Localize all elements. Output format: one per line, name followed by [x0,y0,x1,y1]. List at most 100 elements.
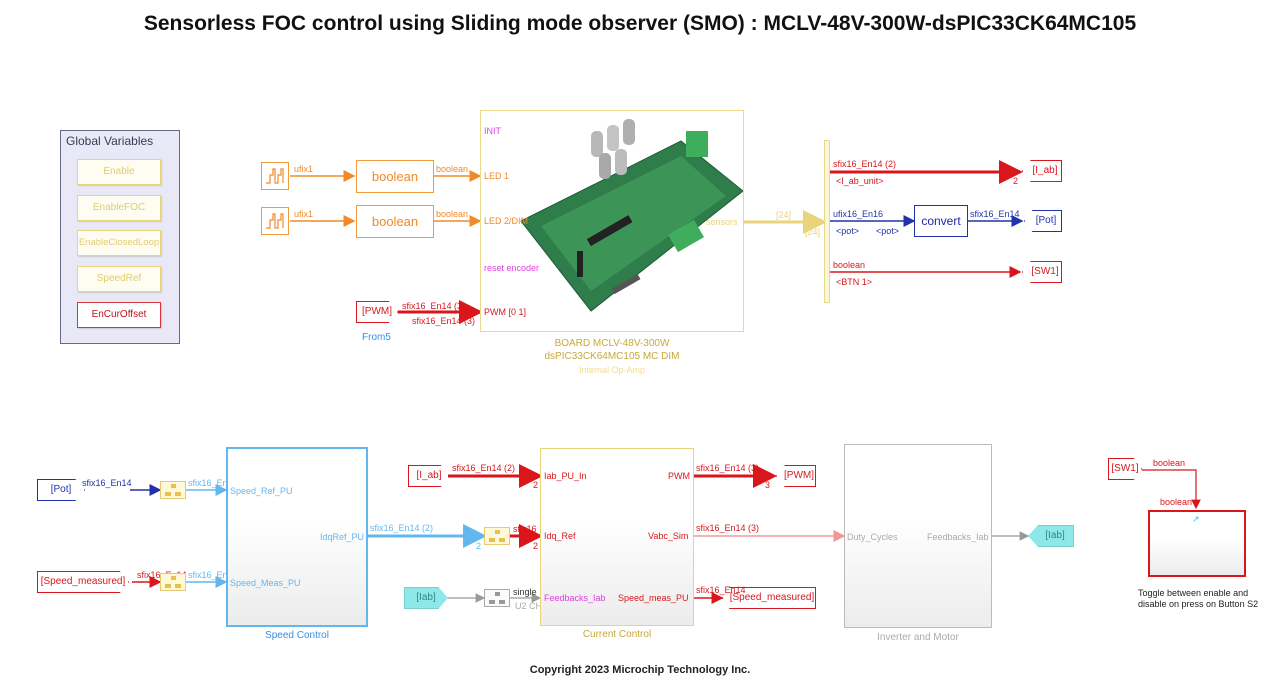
bus-width-label: [24] [776,210,792,220]
from-pwm-tag[interactable]: [PWM] [356,301,398,323]
from-pot-tag[interactable]: [Pot] [37,479,85,501]
board-mclv-block[interactable] [480,110,744,332]
from-speed-measured-tag[interactable]: [Speed_measured] [37,571,129,593]
bus-width-label: [24] [805,227,821,237]
pulse-icon [266,168,284,184]
current-control-port-in2: Idq_Ref [544,531,576,541]
current-control-port-in3: Feedbacks_Iab [544,593,606,603]
data-type-conversion-pot[interactable] [160,481,186,499]
current-control-port-out3: Speed_meas_PU [618,593,689,603]
signal-label: sfix16_En14 [970,209,1020,219]
current-control-port-out1: PWM [668,471,690,481]
bus-element-name: <pot> [876,226,900,236]
trigger-icon: ↗ [1192,514,1200,524]
boolean-convert-block-1[interactable]: boolean [356,160,434,193]
pulse-icon [266,213,284,229]
signal-label: sfix16_En14 (3) [412,316,476,326]
current-control-port-out2: Vabc_Sim [648,531,689,541]
goto-pot-tag[interactable]: [Pot] [1024,210,1062,232]
signal-label: sfix16_En14 (3) [696,523,760,533]
signal-label: boolean [436,164,469,174]
toggle-triggered-subsystem[interactable]: ↗ [1148,510,1246,577]
signal-label: sfix16_En14 [82,478,132,488]
speed-control-port-in1: Speed_Ref_PU [230,486,293,496]
boolean-convert-block-2[interactable]: boolean [356,205,434,238]
speed-control-port-in2: Speed_Meas_PU [230,578,301,588]
signal-dim: 2 [476,541,482,551]
bus-element-name: <pot> [836,226,860,236]
from-block-name: From5 [362,332,391,343]
signal-label: sfix16_En14 [696,585,746,595]
signal-label: sfix16_En14 (2) [833,159,897,169]
goto-speed-measured-tag[interactable]: [Speed_measured] [722,587,816,609]
signal-label: boolean [1160,497,1193,507]
global-var-enableclosedloop[interactable]: EnableClosedLoop [77,230,161,256]
global-variables-panel: Global Variables Enable EnableFOC Enable… [60,130,180,344]
inverter-port-out1: Feedbacks_Iab [927,532,989,542]
bus-selector[interactable] [824,140,830,303]
bus-element-name: <BTN 1> [836,277,873,287]
inverter-port-in1: Duty_Cycles [847,532,898,542]
signal-dim: 2 [533,541,539,551]
signal-label: sfix16 [513,524,537,534]
goto-pwm-tag[interactable]: [PWM] [776,465,816,487]
board-port-pwm: PWM [0 1] [484,307,527,317]
inverter-motor-name: Inverter and Motor [877,632,959,643]
current-control-port-in1: Iab_PU_In [544,471,587,481]
pulse-generator-2[interactable] [261,207,289,235]
data-type-conversion-feedback[interactable] [484,589,510,607]
signal-label: ufix1 [294,209,314,219]
data-type-conversion-idq[interactable] [484,527,510,545]
signal-label: sfix16_En14 [188,478,238,488]
global-var-enablefoc[interactable]: EnableFOC [77,195,161,221]
signal-dim: 2 [533,480,539,490]
inverter-motor-subsystem[interactable] [844,444,992,628]
global-var-encuroffset[interactable]: EnCurOffset [77,302,161,328]
board-port-sensors: sensors [706,217,738,227]
copyright: Copyright 2023 Microchip Technology Inc. [529,664,751,676]
signal-label: single [513,587,537,597]
from-sw1-tag[interactable]: [SW1] [1108,458,1142,480]
signal-label: sfix16_En14 (2) [452,463,516,473]
current-control-name: Current Control [582,629,652,640]
speed-control-subsystem[interactable] [226,447,368,627]
board-name-line1: BOARD MCLV-48V-300W [554,338,670,349]
signal-label: sfix16_En14 (3) [696,463,760,473]
board-image-icon [520,119,743,312]
toggle-note: Toggle between enable and disable on pre… [1138,588,1259,609]
board-port-reset-encoder: reset encoder [484,263,540,273]
convert-block[interactable]: convert [914,205,968,237]
wire-sw1 [1142,469,1201,510]
board-name-line2: dsPIC33CK64MC105 MC DIM [544,351,680,362]
goto-sw1-tag[interactable]: [SW1] [1022,261,1062,283]
board-name-line3: Internal Op-Amp [578,365,646,375]
speed-control-port-out1: IdqRef_PU [320,532,365,542]
global-var-enable[interactable]: Enable [77,159,161,185]
board-port-init: INIT [484,126,501,136]
from-iab-tag[interactable]: [I_ab] [408,465,450,487]
signal-label: ufix16_En16 [833,209,884,219]
global-var-speedref[interactable]: SpeedRef [77,266,161,292]
data-type-conversion-speed[interactable] [160,573,186,591]
signal-dim: 2 [1013,176,1019,186]
signal-label: sfix16_En14 (2) [370,523,434,533]
diagram-title: Sensorless FOC control using Sliding mod… [143,12,1137,35]
board-port-led1: LED 1 [484,171,510,181]
signal-label: boolean [436,209,469,219]
signal-label: boolean [1153,458,1186,468]
speed-control-name: Speed Control [265,630,329,641]
signal-label: sfix16_En14 (3) [402,301,466,311]
global-variables-title: Global Variables [66,134,154,148]
signal-name: U2 CH1 [515,601,548,611]
signal-label: ufix1 [294,164,314,174]
pulse-generator-1[interactable] [261,162,289,190]
current-control-subsystem[interactable] [540,448,694,626]
from-iab-feedback-tag[interactable]: [Iab] [404,587,448,609]
signal-label: sfix16_En14 [188,570,238,580]
signal-label: boolean [833,260,866,270]
signal-dim: 3 [765,480,771,490]
board-port-led2: LED 2/DIM [484,216,529,226]
goto-iab-tag[interactable]: [I_ab] [1022,160,1062,182]
goto-iab-feedback-tag[interactable]: [Iab] [1028,525,1074,547]
